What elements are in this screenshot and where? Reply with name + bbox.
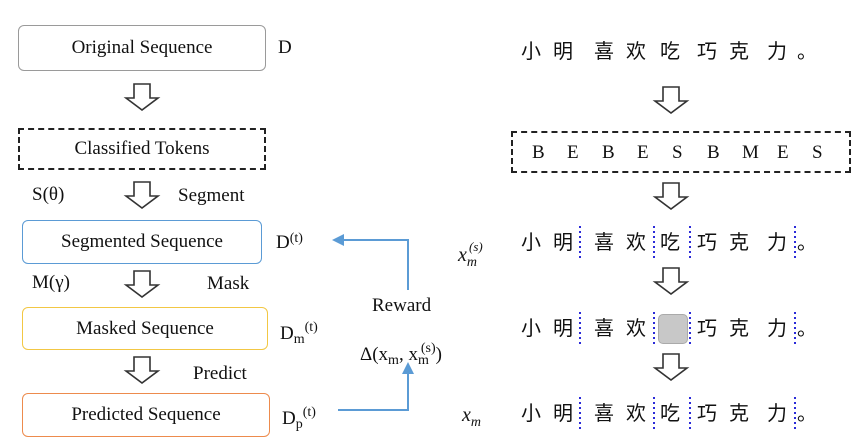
original-sequence-label: Original Sequence <box>71 37 213 58</box>
segmented-sentence-char: 巧 <box>697 230 717 254</box>
xms-label: xm(s) <box>458 239 483 270</box>
original-sentence-char: 力 <box>767 39 787 63</box>
predicted-sentence-char: 喜 <box>594 401 614 425</box>
down-arrow-4 <box>123 356 161 384</box>
original-sentence-char: 。 <box>797 39 817 63</box>
segmented-sentence-char: 力 <box>767 230 787 254</box>
down-arrow-1 <box>123 83 161 111</box>
bmes-tag: S <box>812 142 823 163</box>
segmented-sentence-char: 欢 <box>626 230 646 254</box>
original-sentence-char: 巧 <box>697 39 717 63</box>
d-t-sup: (t) <box>289 231 303 246</box>
classified-tokens-box: Classified Tokens <box>18 128 266 170</box>
masked-sentence-char: 欢 <box>626 316 646 340</box>
down-arrow-r1 <box>652 86 690 114</box>
masked-sequence-box: Masked Sequence <box>22 307 268 350</box>
d-label: D <box>278 37 292 58</box>
segmented-sentence-char: 克 <box>729 230 749 254</box>
masked-sentence-char: 。 <box>797 316 817 340</box>
s-theta-label: S(θ) <box>32 184 65 205</box>
d-t-label: D(t) <box>276 231 303 253</box>
masked-sentence-char: 巧 <box>697 316 717 340</box>
predicted-sequence-label: Predicted Sequence <box>71 404 221 425</box>
original-sentence-char: 克 <box>729 39 749 63</box>
original-sentence-char: 明 <box>553 39 573 63</box>
mask-label: Mask <box>207 273 250 294</box>
segmented-sequence-box: Segmented Sequence <box>22 220 262 264</box>
m-gamma-label: M(γ) <box>32 272 70 293</box>
bmes-tag: E <box>637 142 649 163</box>
masked-sentence-char: 喜 <box>594 316 614 340</box>
predicted-sentence-char: 吃 <box>660 401 680 425</box>
original-sentence-char: 欢 <box>626 39 646 63</box>
dp-label: Dp(t) <box>282 405 316 432</box>
predicted-sentence-char: 明 <box>553 401 573 425</box>
masked-sentence-char: 明 <box>553 316 573 340</box>
masked-sentence-mask-block <box>658 314 688 344</box>
classified-tokens-label: Classified Tokens <box>74 138 210 159</box>
reward-arrow-left <box>342 239 409 290</box>
bmes-tag: S <box>672 142 683 163</box>
reward-arrow-left-head <box>332 234 344 246</box>
segmented-sequence-label: Segmented Sequence <box>61 231 223 252</box>
predict-label: Predict <box>193 363 247 384</box>
segment-label: Segment <box>178 185 245 206</box>
predicted-sentence-char: 克 <box>729 401 749 425</box>
segmented-sentence-char: 明 <box>553 230 573 254</box>
tag-box <box>511 131 851 173</box>
segmented-sentence-char: 吃 <box>660 230 680 254</box>
predicted-sequence-box: Predicted Sequence <box>22 393 270 437</box>
bmes-tag: M <box>742 142 759 163</box>
predicted-sentence-char: 力 <box>767 401 787 425</box>
masked-sequence-label: Masked Sequence <box>76 317 214 339</box>
down-arrow-r2 <box>652 182 690 210</box>
original-sentence-char: 吃 <box>660 39 680 63</box>
delta-label: Δ(xm, xm(s)) <box>360 341 442 368</box>
down-arrow-2 <box>123 181 161 209</box>
masked-sentence-char: 克 <box>729 316 749 340</box>
down-arrow-r4 <box>652 353 690 381</box>
dm-label: Dm(t) <box>280 320 318 347</box>
down-arrow-3 <box>123 270 161 298</box>
masked-sentence-char: 小 <box>521 316 541 340</box>
predicted-sentence-char: 巧 <box>697 401 717 425</box>
reward-label: Reward <box>372 295 432 316</box>
bmes-tag: B <box>602 142 615 163</box>
feedback-arrow-up <box>338 372 409 411</box>
xm-label: xm <box>462 404 482 430</box>
segmented-sentence-char: 小 <box>521 230 541 254</box>
bmes-tag: B <box>707 142 720 163</box>
masked-sentence-char: 力 <box>767 316 787 340</box>
segmented-sentence-char: 喜 <box>594 230 614 254</box>
predicted-sentence-char: 欢 <box>626 401 646 425</box>
predicted-sentence-char: 。 <box>797 401 817 425</box>
original-sequence-box: Original Sequence <box>18 25 266 71</box>
bmes-tag: E <box>567 142 579 163</box>
segmented-sentence-char: 。 <box>797 230 817 254</box>
down-arrow-r3 <box>652 267 690 295</box>
original-sentence-char: 小 <box>521 39 541 63</box>
bmes-tag: B <box>532 142 545 163</box>
feedback-arrow-up-head <box>402 362 414 374</box>
bmes-tag: E <box>777 142 789 163</box>
predicted-sentence-char: 小 <box>521 401 541 425</box>
original-sentence-char: 喜 <box>594 39 614 63</box>
